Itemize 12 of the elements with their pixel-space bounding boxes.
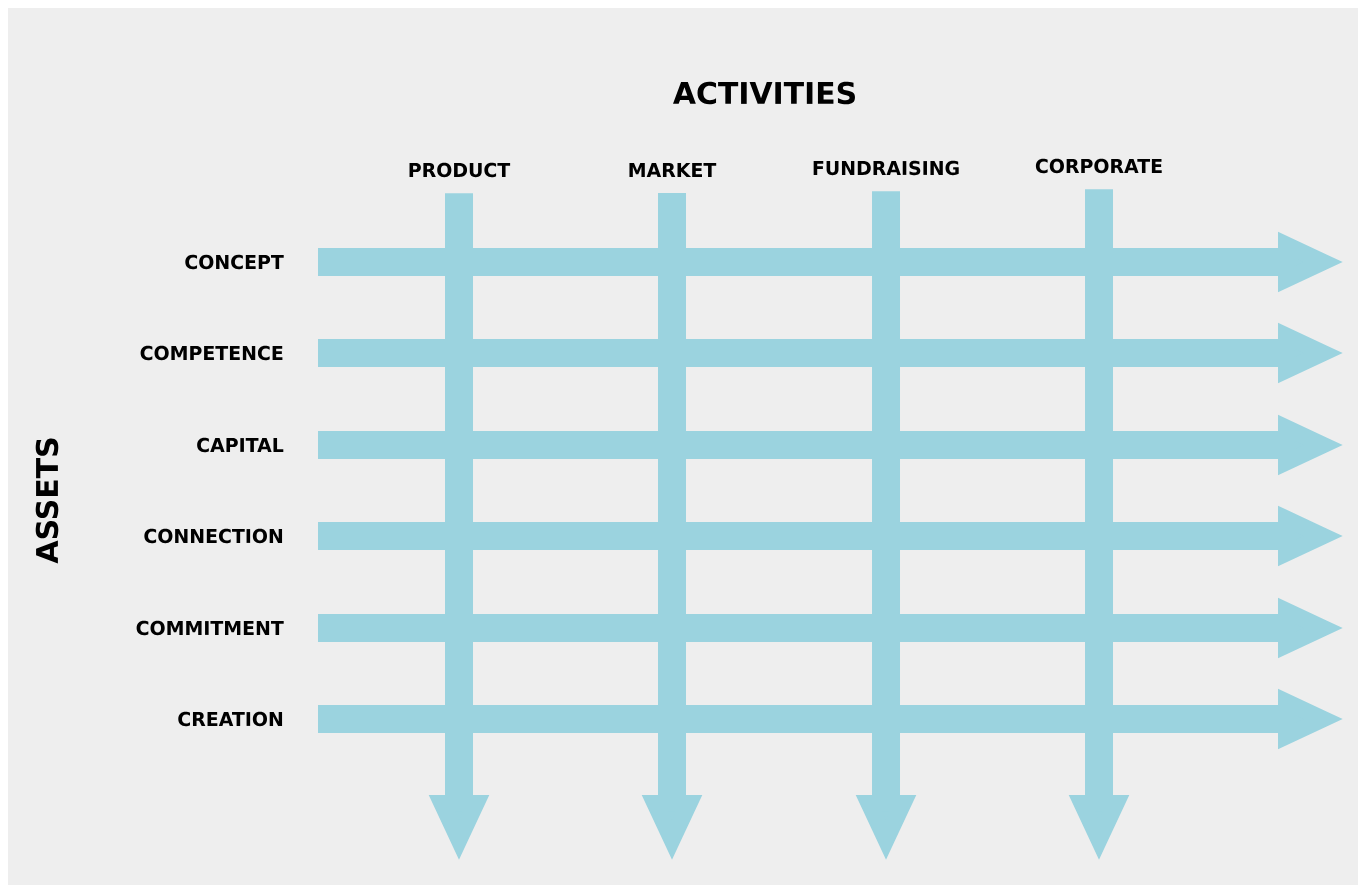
row-heading: CAPITAL [197,437,284,453]
row-heading: COMMITMENT [136,620,284,636]
column-heading: MARKET [629,163,717,177]
column-heading: CORPORATE [1035,158,1162,174]
axis-heading: ASSETS [35,438,59,564]
heading: ACTIVITIES [673,81,855,105]
column-heading: PRODUCT [409,162,511,178]
row-heading: CREATION [178,711,283,727]
row-heading: COMPETENCE [140,345,283,361]
column-heading: FUNDRAISING [813,160,959,176]
row-heading: CONNECTION [144,528,283,544]
row-heading: CONCEPT [185,254,284,270]
